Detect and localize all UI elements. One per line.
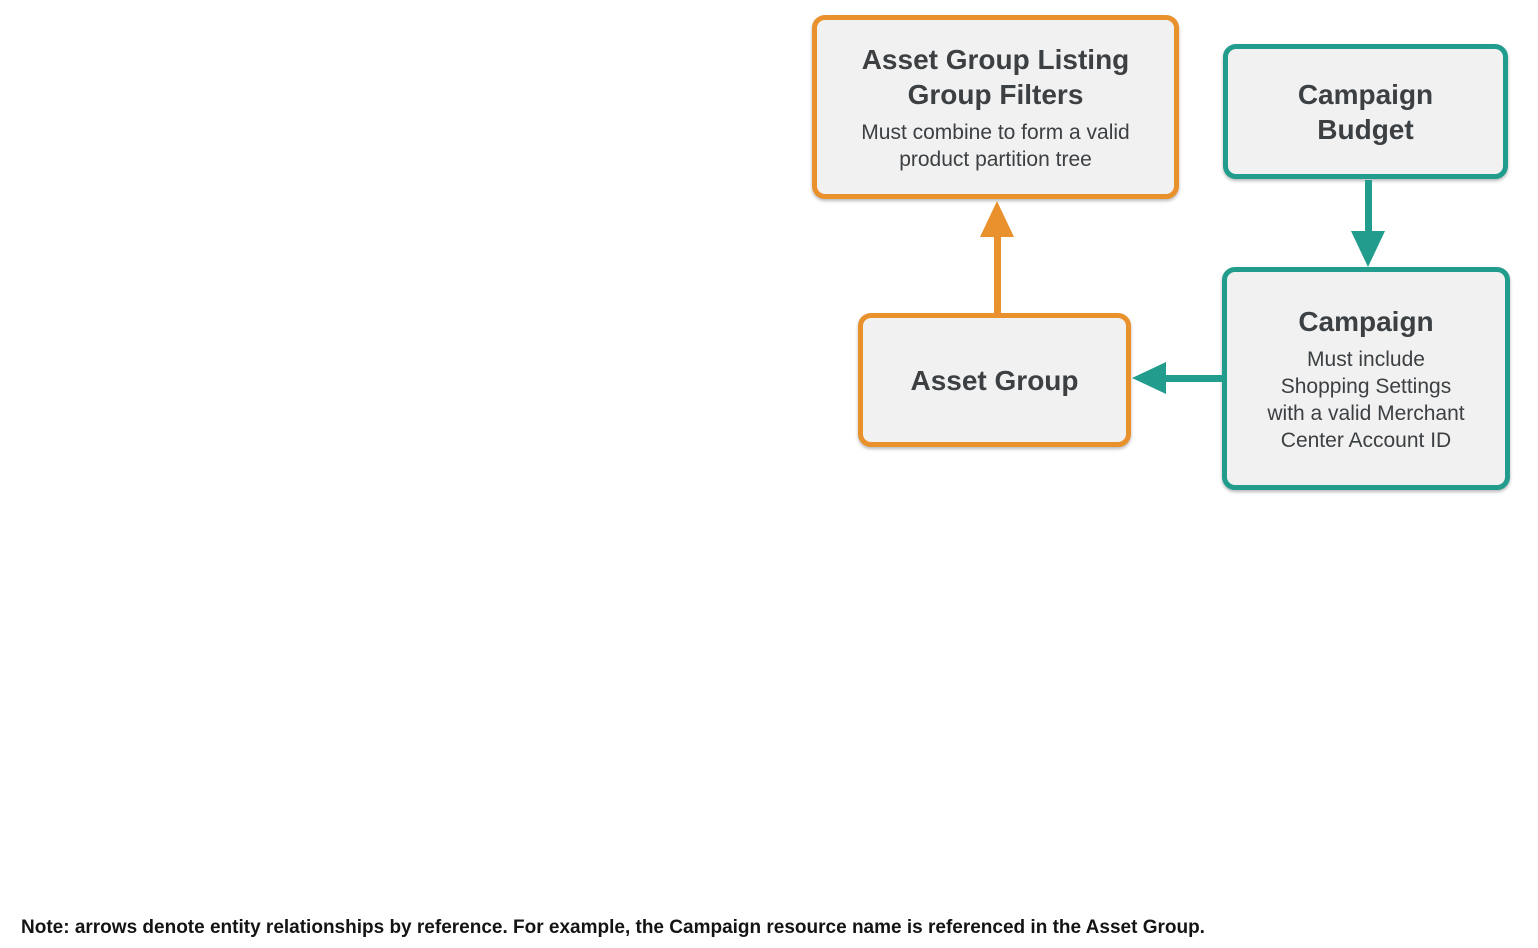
node-campaign: Campaign Must include Shopping Settings …: [1222, 267, 1510, 490]
node-subtitle: Must include Shopping Settings with a va…: [1267, 347, 1465, 452]
node-subtitle: Must combine to form a valid product par…: [861, 120, 1130, 171]
footnote: Note: arrows denote entity relationships…: [21, 917, 1205, 938]
arrow-head-left-icon: [1132, 362, 1166, 394]
node-asset-group: Asset Group: [858, 313, 1131, 447]
node-title: Asset Group: [910, 364, 1079, 396]
arrow-line: [1164, 375, 1222, 382]
arrow-head-down-icon: [1351, 231, 1385, 267]
node-title: Campaign: [1298, 305, 1434, 337]
arrow-head-up-icon: [980, 201, 1014, 237]
node-title: Asset Group Listing Group Filters: [861, 43, 1130, 110]
node-campaign-budget: Campaign Budget: [1223, 44, 1508, 179]
arrow-line: [994, 233, 1001, 313]
arrow-line: [1365, 180, 1372, 234]
node-asset-group-listing-group-filters: Asset Group Listing Group Filters Must c…: [812, 15, 1179, 199]
node-title: Campaign Budget: [1297, 78, 1434, 145]
